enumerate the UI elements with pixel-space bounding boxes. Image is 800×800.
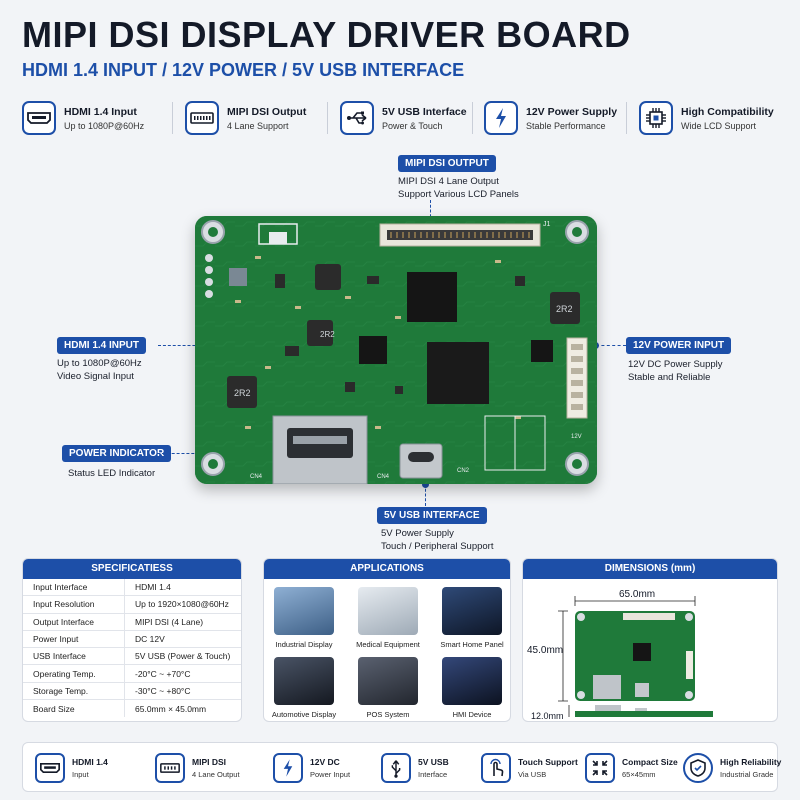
- feature-title: 5V USB Interface: [382, 105, 467, 118]
- callout-mipi-label: MIPI DSI OUTPUT: [398, 155, 496, 172]
- callout-power-indicator-text: Status LED Indicator: [68, 468, 156, 479]
- board-label-cn2: CN2: [457, 468, 470, 474]
- applications-heading: APPLICATIONS: [264, 559, 510, 579]
- feature-title: High Compatibility: [681, 105, 774, 118]
- board-label-12v: 12V: [571, 434, 582, 440]
- board-label-inductor-3: 2R2: [556, 304, 573, 314]
- feature-desc: Power & Touch: [382, 120, 443, 131]
- driver-board-image: J1 2R2 2R2 2R2: [195, 216, 597, 484]
- app-hmi-device: HMI Device: [436, 657, 508, 719]
- dimension-thickness: 12.0mm: [531, 711, 564, 721]
- chip-icon: [639, 101, 673, 135]
- feature-title: MIPI DSI Output: [227, 105, 307, 118]
- feature-desc: 4 Lane Support: [227, 120, 289, 131]
- page-title: MIPI DSI DISPLAY DRIVER BOARD: [22, 14, 631, 55]
- board-label-cn4-b: CN4: [377, 474, 390, 480]
- touch-icon: [481, 753, 511, 783]
- callout-usb-label: 5V USB INTERFACE: [377, 507, 487, 524]
- callout-hdmi-text: Up to 1080P@60Hz Video Signal Input: [57, 358, 142, 382]
- specs-heading: SPECIFICATIESS: [23, 559, 241, 579]
- feature-desc: Stable Performance: [526, 120, 606, 131]
- callout-power-input-text: 12V DC Power Supply Stable and Reliable: [628, 359, 723, 383]
- mipi-connector-icon: [155, 753, 185, 783]
- shield-icon: [683, 753, 713, 783]
- lightning-icon: [484, 101, 518, 135]
- table-row: Operating Temp.-20°C ~ +70°C: [23, 665, 241, 683]
- mipi-connector-icon: [185, 101, 219, 135]
- app-pos-system: POS System: [352, 657, 424, 719]
- page-subtitle: HDMI 1.4 INPUT / 12V POWER / 5V USB INTE…: [22, 60, 465, 80]
- dimension-height: 45.0mm: [527, 645, 564, 656]
- callout-mipi-text: MIPI DSI 4 Lane Output Support Various L…: [398, 176, 519, 200]
- feature-title: HDMI 1.4 Input: [64, 105, 137, 118]
- industrial-display-image: [274, 587, 334, 635]
- board-label-cn4-a: CN4: [250, 474, 263, 480]
- app-automotive-display: Automotive Display: [268, 657, 340, 719]
- app-smart-home-panel: Smart Home Panel: [436, 587, 508, 649]
- table-row: Storage Temp.-30°C ~ +80°C: [23, 682, 241, 701]
- callout-usb-text: 5V Power Supply Touch / Peripheral Suppo…: [381, 528, 494, 552]
- dimension-width: 65.0mm: [619, 589, 656, 600]
- medical-equipment-image: [358, 587, 418, 635]
- feature-title: 12V Power Supply: [526, 105, 618, 118]
- usb-icon: [340, 101, 374, 135]
- pos-system-image: [358, 657, 418, 705]
- callout-power-indicator-label: POWER INDICATOR: [62, 445, 172, 462]
- top-feature-bar: HDMI 1.4 Input Up to 1080P@60Hz MIPI DSI …: [22, 96, 778, 140]
- board-label-j1: J1: [543, 221, 551, 228]
- board-label-inductor-2: 2R2: [234, 388, 251, 398]
- applications-panel: APPLICATIONS Industrial Display Medical …: [263, 558, 511, 722]
- hdmi-icon: [22, 101, 56, 135]
- lightning-icon: [273, 753, 303, 783]
- hdmi-icon: [35, 753, 65, 783]
- feature-mipi-output: MIPI DSI Output 4 Lane Support: [185, 96, 306, 140]
- compact-icon: [585, 753, 615, 783]
- hmi-device-image: [442, 657, 502, 705]
- dimensions-panel: DIMENSIONS (mm) 65.0mm 45.0mm 12.0mm: [522, 558, 778, 722]
- automotive-display-image: [274, 657, 334, 705]
- callout-power-input-label: 12V POWER INPUT: [626, 337, 732, 354]
- feature-hdmi-input: HDMI 1.4 Input Up to 1080P@60Hz: [22, 96, 144, 140]
- feature-desc: Wide LCD Support: [681, 120, 757, 131]
- usb-icon: [381, 753, 411, 783]
- dimensions-heading: DIMENSIONS (mm): [523, 559, 777, 579]
- smart-home-panel-image: [442, 587, 502, 635]
- board-label-inductor-1: 2R2: [320, 330, 335, 339]
- app-medical-equipment: Medical Equipment: [352, 587, 424, 649]
- feature-desc: Up to 1080P@60Hz: [64, 120, 145, 131]
- app-industrial-display: Industrial Display: [268, 587, 340, 649]
- callout-hdmi-label: HDMI 1.4 INPUT: [57, 337, 147, 354]
